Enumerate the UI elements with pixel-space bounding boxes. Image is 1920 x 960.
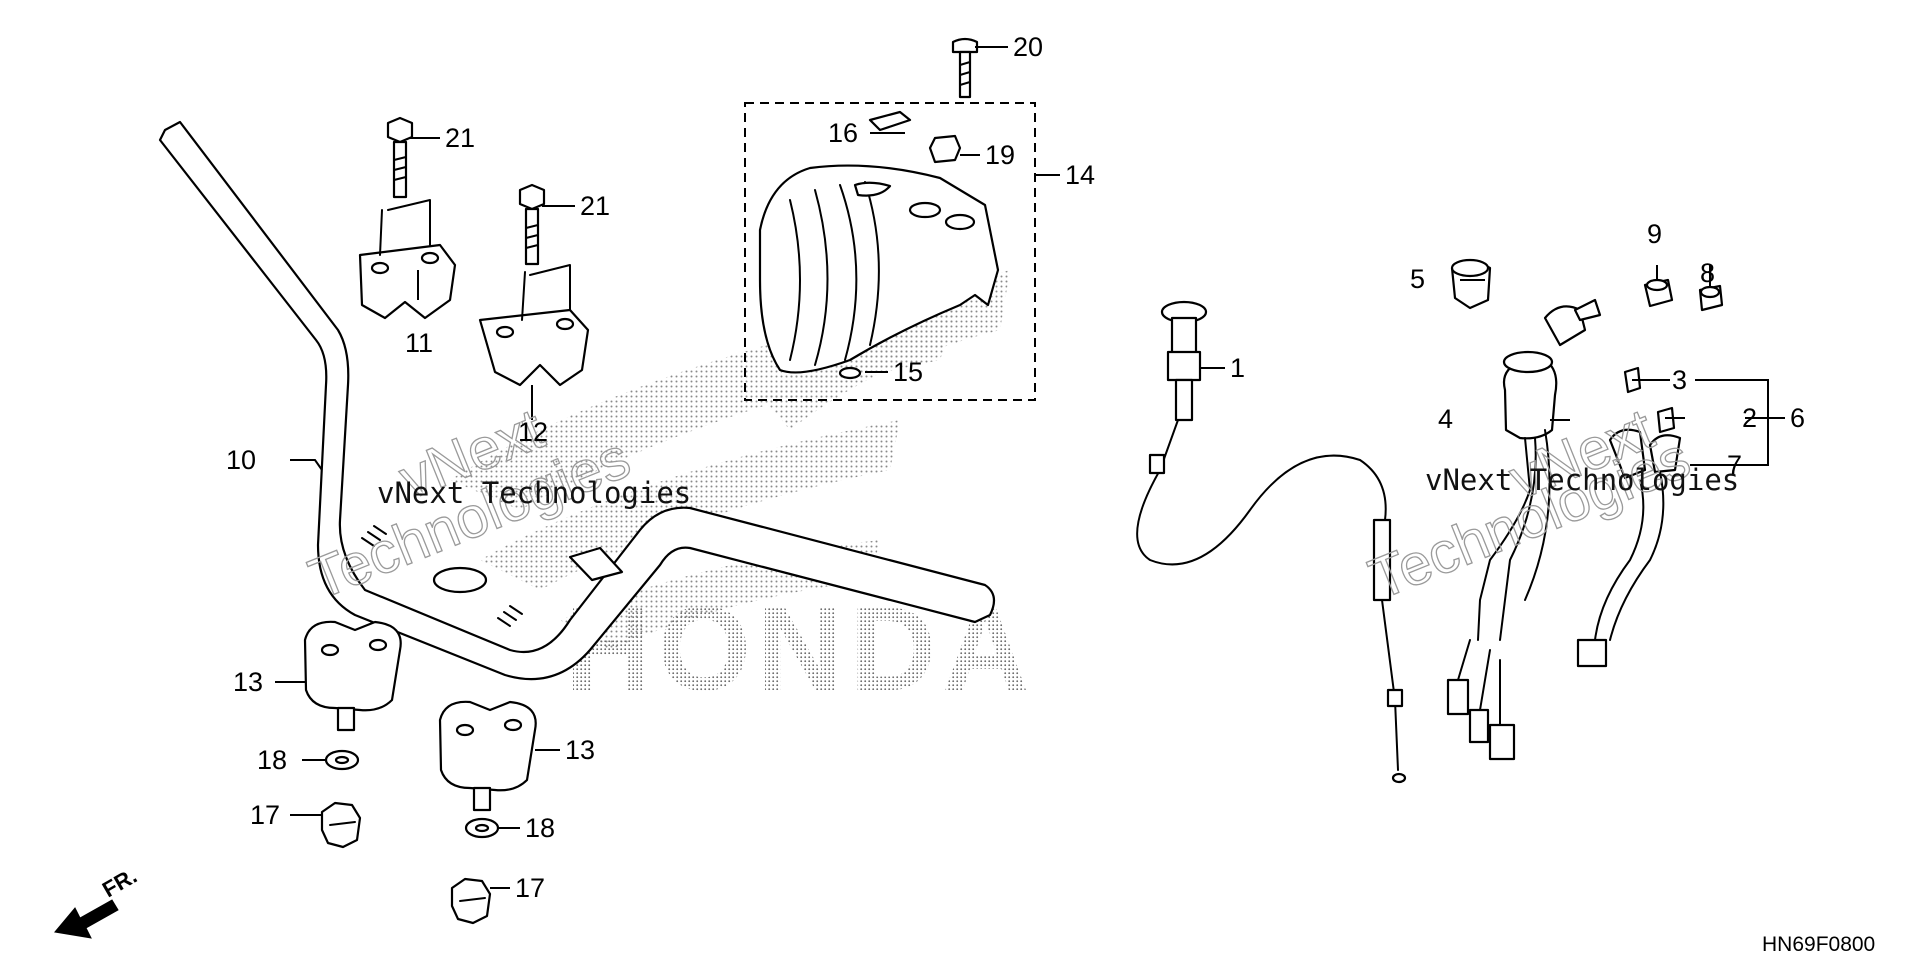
choke-cable[interactable] (1136, 300, 1407, 784)
leader-lines (275, 46, 1785, 889)
callout-4: 4 (1438, 404, 1453, 434)
callout-13-right: 13 (565, 735, 595, 765)
handlebar-lower-holder-13-left[interactable] (303, 620, 402, 732)
front-indicator-label: FR. (98, 863, 141, 902)
callout-21-right: 21 (580, 191, 610, 221)
callout-1: 1 (1230, 353, 1245, 383)
washer-18-right[interactable] (464, 817, 500, 839)
callout-14: 14 (1065, 160, 1095, 190)
screw-20[interactable] (951, 37, 979, 99)
callout-20: 20 (1013, 32, 1043, 62)
callout-13-left: 13 (233, 667, 263, 697)
callout-18-right: 18 (525, 813, 555, 843)
callout-21-left: 21 (445, 123, 475, 153)
ignition-cover-5[interactable] (1450, 258, 1492, 310)
callout-17-right: 17 (515, 873, 545, 903)
ignition-switch[interactable] (1446, 298, 1602, 761)
callout-6: 6 (1790, 403, 1805, 433)
cap-9[interactable] (1643, 278, 1674, 308)
callout-10: 10 (226, 445, 256, 475)
callout-17-left: 17 (250, 800, 280, 830)
handlebar-lower-holder-13-right[interactable] (438, 700, 537, 812)
nut-17-left[interactable] (320, 801, 362, 849)
handlebar-upper-holder-11[interactable] (358, 199, 457, 320)
front-direction-indicator: FR. (54, 863, 141, 939)
handlebar[interactable] (158, 120, 996, 681)
callouts: 1 2 3 4 5 6 7 8 9 10 11 12 13 13 14 15 1… (226, 32, 1805, 903)
callout-3: 3 (1672, 365, 1687, 395)
washer-18-left[interactable] (324, 749, 360, 771)
bolt-21-right[interactable] (518, 183, 546, 266)
callout-8: 8 (1700, 258, 1715, 288)
callout-7: 7 (1727, 450, 1742, 480)
nut-17-right[interactable] (450, 877, 492, 925)
handlebar-upper-holder-12[interactable] (478, 264, 590, 387)
watermark-company-left: vNext Technologies (377, 476, 691, 510)
callout-16: 16 (828, 118, 858, 148)
bolt-21-left[interactable] (386, 116, 414, 199)
callout-11: 11 (405, 328, 433, 358)
callout-18-left: 18 (257, 745, 287, 775)
callout-19: 19 (985, 140, 1015, 170)
switch-assembly-7[interactable] (1576, 428, 1682, 668)
cap-8[interactable] (1698, 284, 1724, 312)
clip-2[interactable] (1656, 406, 1676, 434)
callout-9: 9 (1647, 219, 1662, 249)
front-arrow-icon (54, 899, 119, 939)
callout-15: 15 (893, 357, 923, 387)
watermark-company-right: vNext Technologies (1425, 463, 1739, 497)
callout-12: 12 (518, 417, 548, 447)
callout-5: 5 (1410, 264, 1425, 294)
drawing-code: HN69F0800 (1762, 933, 1875, 956)
callout-2: 2 (1742, 403, 1757, 433)
handlebar-cover-assembly[interactable] (744, 102, 1036, 401)
